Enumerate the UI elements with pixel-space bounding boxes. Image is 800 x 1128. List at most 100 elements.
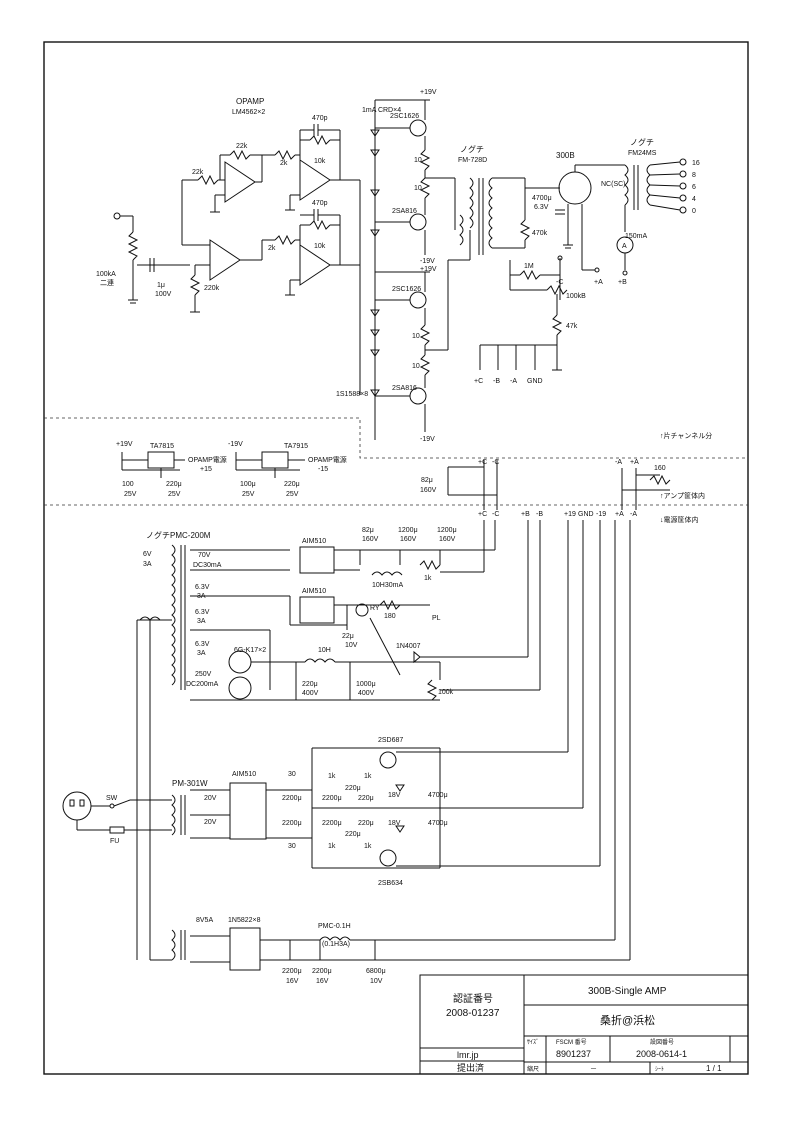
conn-bot-mb: -B <box>536 511 543 518</box>
c2200-fv-label: 16V <box>316 978 329 985</box>
r10-b-label: 10 <box>414 185 422 192</box>
regulator-ta7915 <box>261 451 289 469</box>
bus-label-gnd: GND <box>527 378 543 385</box>
bridge-aim510-c <box>229 782 267 840</box>
r10k-b-label: 10k <box>314 243 326 250</box>
bus-label-ma: -A <box>510 378 517 385</box>
r180-label: 180 <box>384 613 396 620</box>
resistor-22k-in <box>197 174 219 186</box>
term-plus-b: +B <box>618 279 627 286</box>
reg2-out-label: OPAMP電源 <box>308 455 347 464</box>
connector-row: 82μ 160V +C -C -A +A 160 +C -C +B -B +19… <box>420 459 671 518</box>
t1-primary-a-label: 3A <box>143 561 152 568</box>
r47k-label: 47k <box>566 323 578 330</box>
input-vol-label-2: 二連 <box>100 278 114 287</box>
reg1-c2v-label: 25V <box>168 491 181 498</box>
scale-value: － <box>590 1066 597 1073</box>
schottky-bridge <box>229 927 261 971</box>
transistor-2sa816-upper <box>409 213 427 231</box>
drawing-value: 2008-0614-1 <box>636 1049 687 1059</box>
regulator-ta7815 <box>147 451 175 469</box>
t2-20vb-label: 20V <box>204 819 217 826</box>
c1000v-label: 400V <box>358 690 375 697</box>
output-maker-label: ノグチ <box>630 137 654 147</box>
resistor-470k <box>519 219 531 241</box>
q4-label: 2SA816 <box>392 385 417 392</box>
reg2-c1v-label: 25V <box>242 491 255 498</box>
c82-label: 82μ <box>362 527 374 534</box>
diode-1n4007 <box>413 650 421 664</box>
choke-10h30ma <box>371 571 403 576</box>
reg2-c1-label: 100μ <box>240 481 256 488</box>
r30-b-label: 30 <box>288 843 296 850</box>
meter-symbol: A <box>622 243 627 250</box>
c220-b-label: 220μ <box>345 785 361 792</box>
trans2-label: PM-301W <box>172 779 208 788</box>
sheet-value: 1 / 1 <box>706 1064 722 1073</box>
resistor-2k-upper <box>274 149 296 161</box>
c2200-e-label: 2200μ <box>282 968 302 975</box>
r10-c-label: 10 <box>412 333 420 340</box>
tap-label-0: 0 <box>692 208 696 215</box>
drawing-label: 設図番号 <box>650 1038 674 1046</box>
vr100k-label: 100kB <box>566 293 586 300</box>
resistor-1m <box>519 269 541 281</box>
r1k-label: 1k <box>424 575 432 582</box>
title-block-frame <box>419 974 749 1075</box>
diode-1n4007-label: 1N4007 <box>396 643 421 650</box>
r1k-d-label: 1k <box>364 843 372 850</box>
fu-label: FU <box>110 838 119 845</box>
term-minus-c: -C <box>556 279 563 286</box>
power-switch <box>109 803 115 809</box>
reg2-part-label: TA7915 <box>284 443 308 450</box>
t1-63v-b-a-label: 3A <box>197 618 206 625</box>
ac-inlet <box>62 791 92 821</box>
amp-section: 100kA 二連 1μ 100V 220k 22k 22k OPAMP <box>96 89 700 443</box>
r10-d-label: 10 <box>412 363 420 370</box>
c1200a-label: 1200μ <box>398 527 418 534</box>
conn-cap-label: 82μ <box>421 477 433 484</box>
t2-20va-label: 20V <box>204 795 217 802</box>
conn-bot-pb: +B <box>521 511 530 518</box>
r22k-b-label: 22k <box>236 143 248 150</box>
submitted-label: 提出済 <box>457 1062 484 1073</box>
q3-label: 2SC1626 <box>392 286 421 293</box>
tap-label-4: 4 <box>692 196 696 203</box>
z18-a-label: 18V <box>388 792 401 799</box>
choke1-label: 10H30mA <box>372 582 403 589</box>
scale-label: 縮尺 <box>527 1065 539 1073</box>
transistor-2sd687 <box>379 751 397 769</box>
conn-bot-ma: -A <box>630 511 637 518</box>
speaker-tap-8 <box>679 170 687 178</box>
choke2-label: 10H <box>318 647 331 654</box>
heater-trans-primary <box>171 929 176 961</box>
pl-label: PL <box>432 615 441 622</box>
conn-top-ma: -A <box>615 459 622 466</box>
conn-bot-p19: +19 <box>564 511 576 518</box>
q6-label: 2SB634 <box>378 880 403 887</box>
sheet-label: ｼｰﾄ <box>655 1067 664 1073</box>
interstage-secondary <box>488 177 493 249</box>
zener-18v-b <box>395 825 405 833</box>
t1-primary-label: 6V <box>143 551 152 558</box>
cert-number: 2008-01237 <box>446 1008 500 1019</box>
tube-300b <box>558 171 592 205</box>
c2200-ev-label: 16V <box>286 978 299 985</box>
t1-70v-dc-label: DC30mA <box>193 562 222 569</box>
choke-pmc-01h <box>319 936 351 941</box>
c2200-c-label: 2200μ <box>282 820 302 827</box>
cap-in-label: 1μ <box>157 282 165 289</box>
transistor-2sb634 <box>379 849 397 867</box>
c6800-label: 6800μ <box>366 968 386 975</box>
input-vol-label: 100kA <box>96 271 116 278</box>
opamp-inv-upper <box>224 161 256 203</box>
schottky-label: 1N5822×8 <box>228 917 261 924</box>
resistor-22k-fb <box>229 149 251 161</box>
tap-label-6: 6 <box>692 184 696 191</box>
cap4700-label: 4700μ <box>532 195 552 202</box>
reg2-out-v-label: -15 <box>318 466 328 473</box>
interstage-part-label: FM-728D <box>458 157 487 164</box>
fscm-value: 8901237 <box>556 1049 591 1059</box>
crd-label: 1mA CRD×4 <box>362 107 401 114</box>
